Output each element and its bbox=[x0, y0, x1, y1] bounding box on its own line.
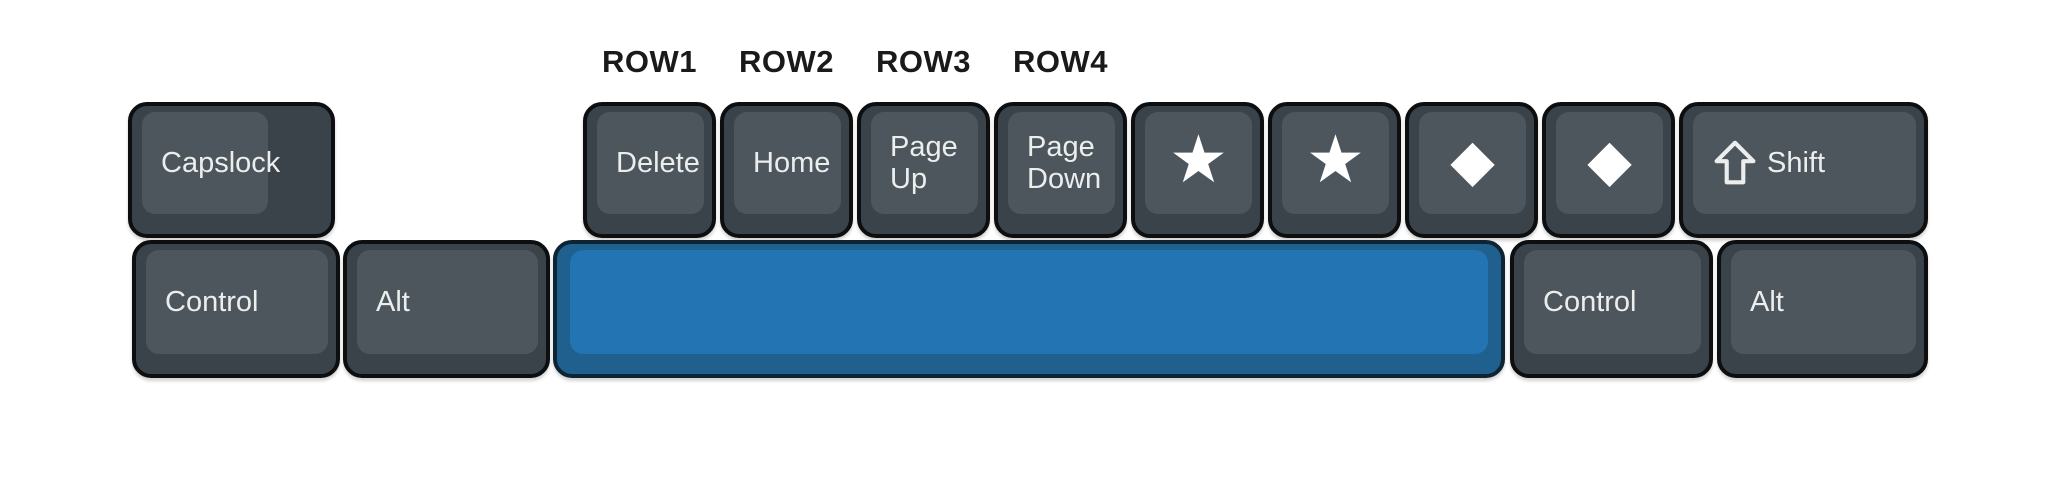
key-label-line: Down bbox=[1027, 163, 1102, 195]
diamond-key-2[interactable]: ◆ bbox=[1542, 102, 1675, 238]
key-label-line: Page bbox=[1027, 130, 1095, 163]
key-label: Control bbox=[1543, 285, 1637, 318]
keycap-top: Shift bbox=[1693, 112, 1916, 214]
key-label: Alt bbox=[376, 285, 410, 318]
key-label-line: Page bbox=[890, 130, 958, 163]
key-label: Shift bbox=[1767, 146, 1826, 179]
row-label: ROW3 bbox=[876, 44, 971, 79]
row-label: ROW4 bbox=[1013, 44, 1108, 79]
keycap-top: Home bbox=[734, 112, 841, 214]
alt-right-key[interactable]: Alt bbox=[1717, 240, 1928, 378]
row-label: ROW1 bbox=[602, 44, 697, 79]
keycap-top: ◆ bbox=[1419, 112, 1526, 214]
keycap-top: Delete bbox=[597, 112, 704, 214]
key-label: Capslock bbox=[161, 146, 281, 179]
control-right-key[interactable]: Control bbox=[1510, 240, 1713, 378]
shift-key[interactable]: Shift bbox=[1679, 102, 1928, 238]
keycap-top: Control bbox=[1524, 250, 1701, 354]
key-label: Alt bbox=[1750, 285, 1784, 318]
key-label: Delete bbox=[616, 146, 700, 179]
row-label: ROW2 bbox=[739, 44, 834, 79]
control-left-key[interactable]: Control bbox=[132, 240, 340, 378]
keycap-top: ◆ bbox=[1556, 112, 1663, 214]
alt-left-key[interactable]: Alt bbox=[343, 240, 550, 378]
spacebar-key[interactable] bbox=[553, 240, 1505, 378]
capslock-key[interactable]: Capslock bbox=[128, 102, 335, 238]
star-icon: ★ bbox=[1305, 122, 1366, 197]
key-label: Control bbox=[165, 285, 259, 318]
key-label: Home bbox=[753, 146, 831, 179]
delete-key[interactable]: Delete bbox=[583, 102, 716, 238]
shift-arrow-icon bbox=[1714, 140, 1756, 185]
keycap-top: Alt bbox=[1731, 250, 1916, 354]
home-key[interactable]: Home bbox=[720, 102, 853, 238]
keycap-top bbox=[570, 250, 1488, 354]
shift-key-content: Shift bbox=[1712, 140, 1825, 186]
star-icon: ★ bbox=[1168, 122, 1229, 197]
diamond-icon: ◆ bbox=[1587, 127, 1632, 193]
keycap-top: ★ bbox=[1282, 112, 1389, 214]
diamond-icon: ◆ bbox=[1450, 127, 1495, 193]
keycap-top: Capslock bbox=[142, 112, 280, 214]
keycap-top: ★ bbox=[1145, 112, 1252, 214]
diamond-key-1[interactable]: ◆ bbox=[1405, 102, 1538, 238]
star-key-1[interactable]: ★ bbox=[1131, 102, 1264, 238]
keycap-top: Alt bbox=[357, 250, 538, 354]
key-label-line: Up bbox=[890, 163, 928, 195]
keycap-top: Control bbox=[146, 250, 328, 354]
star-key-2[interactable]: ★ bbox=[1268, 102, 1401, 238]
